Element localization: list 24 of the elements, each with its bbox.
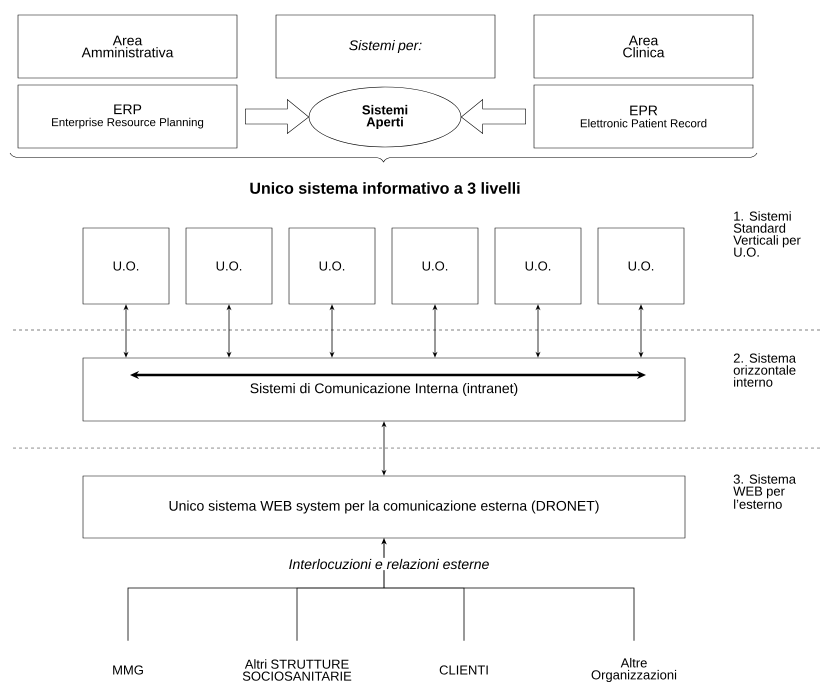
block-arrow [460, 98, 526, 134]
unit-box: U.O. [494, 228, 582, 304]
area-box: Area Amministrativa [18, 14, 238, 78]
web-system-box: Unico sistema WEB system per la comunicazione esterna (DRONET) [82, 476, 686, 538]
level-label: 2. Sistema orizzontale interno [734, 353, 796, 387]
system-box: ERP Enterprise Resource Planning [18, 84, 238, 148]
level-label: 1. Sistemi Standard Verticali per U.O. [733, 211, 801, 257]
unit-box: U.O. [186, 228, 272, 304]
unit-box: U.O. [598, 228, 684, 304]
group-label: Altri STRUTTURE SOCIOSANITARIE [242, 659, 352, 681]
intranet-box: Sistemi di Comunicazione Interna (intranet) [82, 358, 686, 422]
caption-text: Unico sistema informativo a 3 livelli [250, 182, 520, 194]
flow-label: Interlocuzioni e relazioni esterne [288, 558, 490, 570]
level-label: 3. Sistema WEB per l’esterno [733, 474, 796, 509]
block-arrow [245, 98, 310, 134]
system-box: EPR Elettronic Patient Record [534, 84, 754, 148]
group-label: Altre Organizzazioni [592, 658, 676, 682]
unit-box: U.O. [392, 228, 478, 304]
heading-box: Sistemi per: [276, 14, 496, 78]
group-label: CLIENTI [440, 665, 488, 675]
unit-box: U.O. [288, 228, 376, 304]
area-box: Area Clinica [534, 14, 754, 78]
group-label: MMG [113, 665, 143, 675]
unit-box: U.O. [82, 228, 170, 304]
